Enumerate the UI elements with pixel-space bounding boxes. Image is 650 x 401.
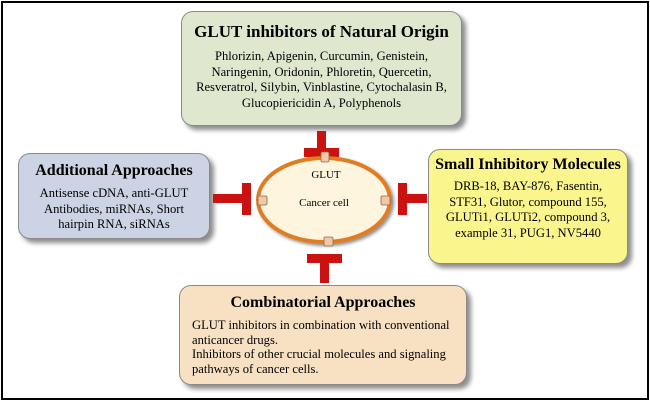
additional-approaches-title: Additional Approaches: [35, 162, 193, 179]
combinatorial-line-2: Inhibitors of other crucial molecules an…: [192, 347, 446, 376]
glut-label: GLUT: [311, 169, 341, 181]
additional-approaches-box: Additional Approaches Antisense cDNA, an…: [18, 153, 210, 239]
glut-transporter-left: [257, 195, 268, 206]
inhibitor-left: [213, 183, 251, 215]
glut-transporter-right: [380, 195, 391, 206]
natural-origin-body: Phlorizin, Apigenin, Curcumin, Genistein…: [196, 49, 447, 110]
small-molecules-box: Small Inhibitory Molecules DRB-18, BAY-8…: [428, 149, 628, 264]
combinatorial-body: GLUT inhibitors in combination with conv…: [180, 318, 466, 376]
glut-transporter-top: [320, 151, 330, 163]
additional-approaches-body: Antisense cDNA, anti-GLUT Antibodies, mi…: [39, 186, 189, 231]
natural-origin-box: GLUT inhibitors of Natural Origin Phlori…: [181, 11, 462, 126]
small-molecules-title: Small Inhibitory Molecules: [435, 156, 621, 173]
combinatorial-line-1: GLUT inhibitors in combination with conv…: [192, 318, 450, 347]
cancer-cell-label: Cancer cell: [299, 197, 349, 209]
glut-transporter-bottom: [323, 236, 334, 247]
natural-origin-title: GLUT inhibitors of Natural Origin: [194, 22, 449, 41]
combinatorial-box: Combinatorial Approaches GLUT inhibitors…: [179, 285, 467, 385]
inhibitor-bottom: [307, 254, 342, 283]
small-molecules-body: DRB-18, BAY-876, Fasentin, STF31, Glutor…: [445, 179, 611, 240]
inhibitor-right: [398, 183, 427, 215]
combinatorial-title: Combinatorial Approaches: [230, 294, 416, 311]
